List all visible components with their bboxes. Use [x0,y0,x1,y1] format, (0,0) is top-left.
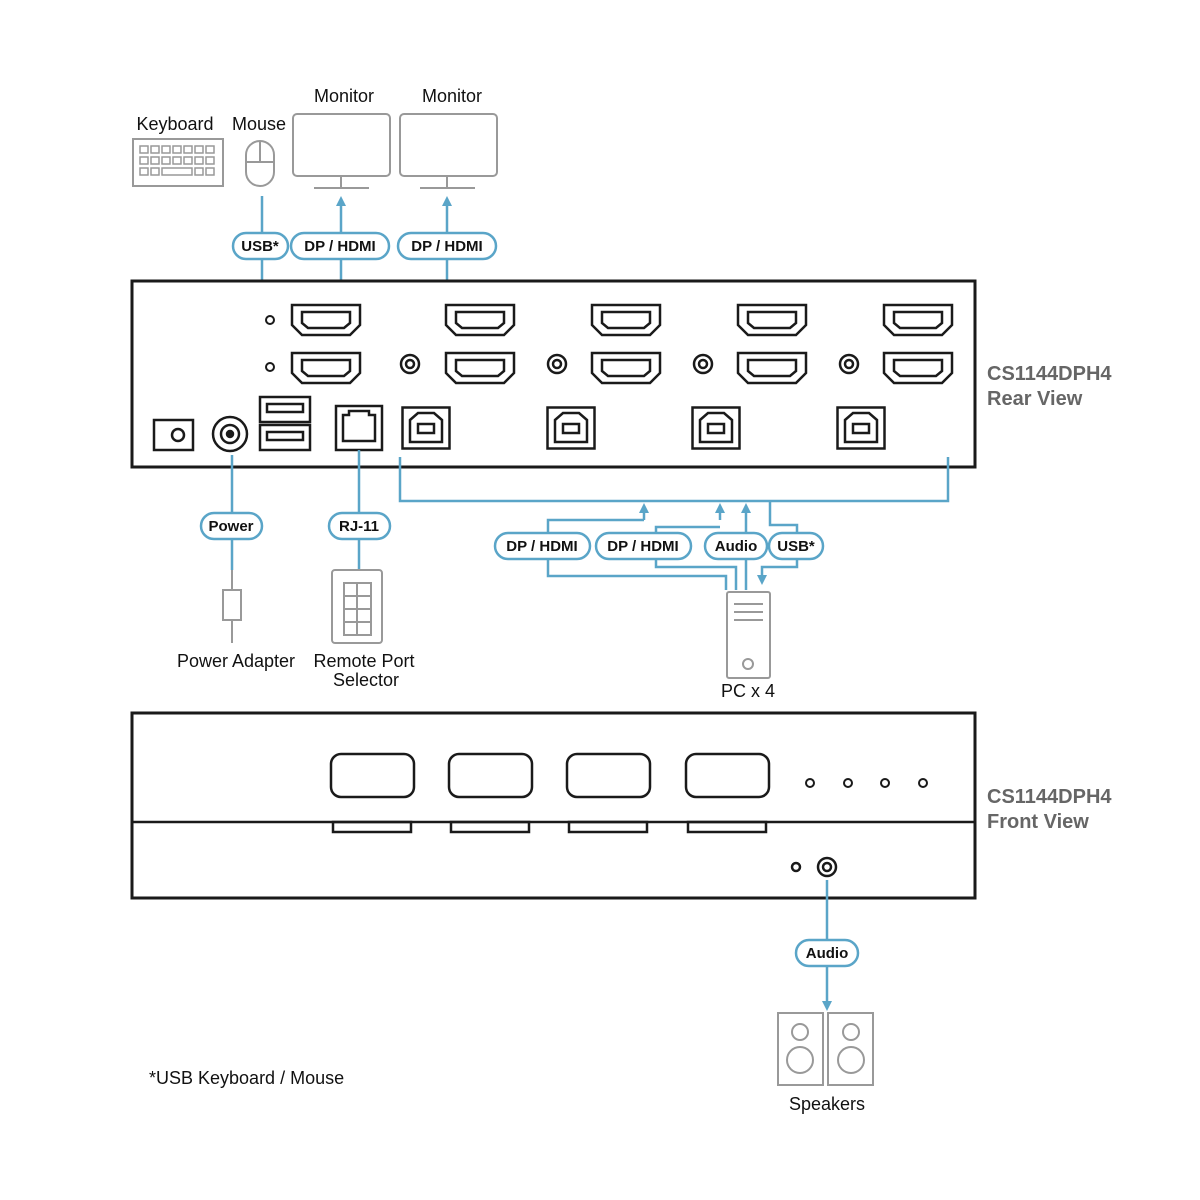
tag-pc-usb: USB* [767,531,825,561]
svg-text:DP / HDMI: DP / HDMI [411,238,482,255]
front-slot [331,820,768,834]
monitor-icon [399,113,498,189]
pc-label: PC x 4 [721,681,775,701]
svg-text:DP / HDMI: DP / HDMI [506,538,577,555]
mouse-icon [245,140,275,187]
power-jack-icon [211,415,249,453]
svg-text:Power: Power [208,518,253,535]
speakers-label: Speakers [789,1094,865,1114]
remote-label-line2: Selector [333,670,399,690]
power-adapter: Power Adapter [177,570,295,671]
tag-speaker-audio: Audio [794,938,860,968]
power-adapter-label: Power Adapter [177,651,295,671]
front-model: CS1144DPH4 [987,786,1112,808]
svg-text:Audio: Audio [806,945,849,962]
rear-model: CS1144DPH4 [987,363,1112,385]
svg-text:Audio: Audio [715,538,758,555]
front-panel [130,711,977,900]
tag-usb-top: USB* [231,231,290,261]
audio-jack-icon [399,353,860,375]
pc: PC x 4 [721,591,775,701]
monitor-2-label: Monitor [422,86,482,106]
port-selection-button [329,752,771,799]
mouse-label: Mouse [232,114,286,134]
remote-selector-icon [331,569,383,644]
speakers: Speakers [777,1012,874,1114]
pc-tower-icon [726,591,771,679]
tag-pc-audio: Audio [703,531,769,561]
svg-text:USB*: USB* [777,538,815,555]
monitor-1: Monitor [292,86,391,189]
usb-a-port-icon [258,395,312,452]
port-led [805,778,928,788]
power-switch-icon [152,418,195,452]
keyboard-icon [132,138,224,187]
monitor-1-label: Monitor [314,86,374,106]
svg-text:DP / HDMI: DP / HDMI [304,238,375,255]
monitor-icon [292,113,391,189]
speaker-icon [777,1012,874,1086]
footnote: *USB Keyboard / Mouse [149,1068,344,1088]
power-plug-icon [222,570,242,643]
tag-rj11: RJ-11 [327,511,392,541]
svg-text:USB*: USB* [241,238,279,255]
svg-text:RJ-11: RJ-11 [339,518,379,535]
front-view-label: Front View [987,811,1089,833]
tag-dp-hdmi-1: DP / HDMI [289,231,391,261]
keyboard: Keyboard [132,114,224,187]
console-led [265,315,275,372]
remote-port-selector: Remote Port Selector [313,569,415,690]
tag-pc-dp-hdmi-2: DP / HDMI [594,531,693,561]
keyboard-label: Keyboard [136,114,213,134]
mouse: Mouse [232,114,286,187]
svg-text:DP / HDMI: DP / HDMI [607,538,678,555]
remote-label-line1: Remote Port [313,651,414,671]
rear-view-label: Rear View [987,388,1083,410]
monitor-2: Monitor [399,86,498,189]
audio-out-icon [790,856,838,878]
rear-panel [130,279,977,469]
tag-power: Power [199,511,264,541]
tag-dp-hdmi-2: DP / HDMI [396,231,498,261]
tag-pc-dp-hdmi-1: DP / HDMI [493,531,592,561]
